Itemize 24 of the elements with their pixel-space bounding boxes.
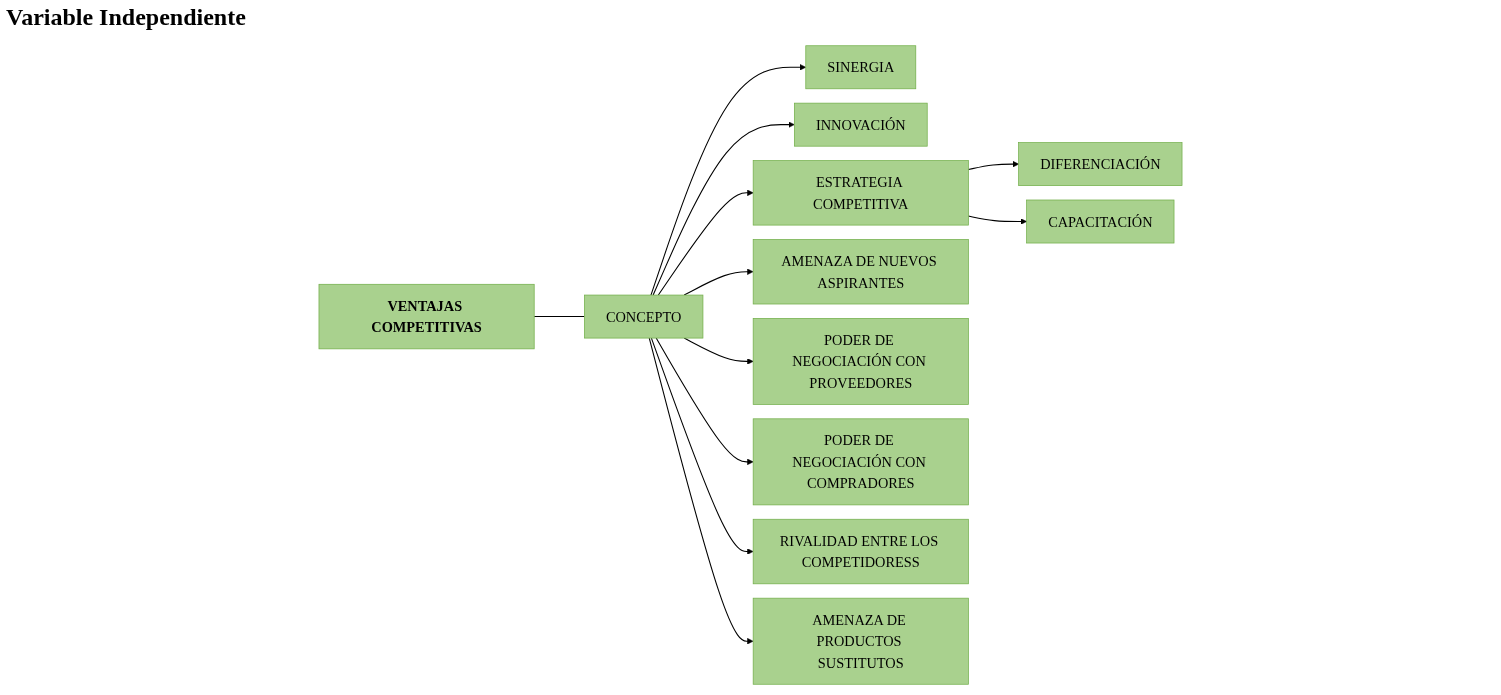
diagram-title: Variable Independiente (6, 4, 246, 31)
node-box: RIVALIDAD ENTRE LOS COMPETIDORESS (752, 518, 969, 585)
node-box: INNOVACIÓN (794, 102, 928, 147)
node-box: ESTRATEGIA COMPETITIVA (752, 160, 969, 226)
arrow (967, 160, 1019, 171)
node-box: AMENAZA DE PRODUCTOS SUSTITUTOS (752, 597, 969, 685)
arrow (652, 121, 795, 296)
arrow (650, 64, 807, 296)
arrow (657, 189, 754, 296)
node-box: DIFERENCIACIÓN (1018, 142, 1183, 186)
node-box: PODER DE NEGOCIACIÓN CON PROVEEDORES (752, 318, 969, 405)
node-box: PODER DE NEGOCIACIÓN CON COMPRADORES (752, 418, 969, 506)
arrow (648, 337, 754, 645)
arrow (655, 337, 754, 465)
node-box: CAPACITACIÓN (1026, 199, 1175, 244)
arrow (683, 337, 754, 365)
node-box: VENTAJAS COMPETITIVAS (318, 283, 535, 350)
node-box: AMENAZA DE NUEVOS ASPIRANTES (752, 239, 969, 305)
arrow (683, 268, 754, 296)
connector (533, 316, 585, 318)
arrow (650, 337, 754, 555)
node-box: CONCEPTO (584, 294, 704, 339)
arrow (967, 215, 1027, 225)
node-box: SINERGIA (805, 45, 917, 90)
